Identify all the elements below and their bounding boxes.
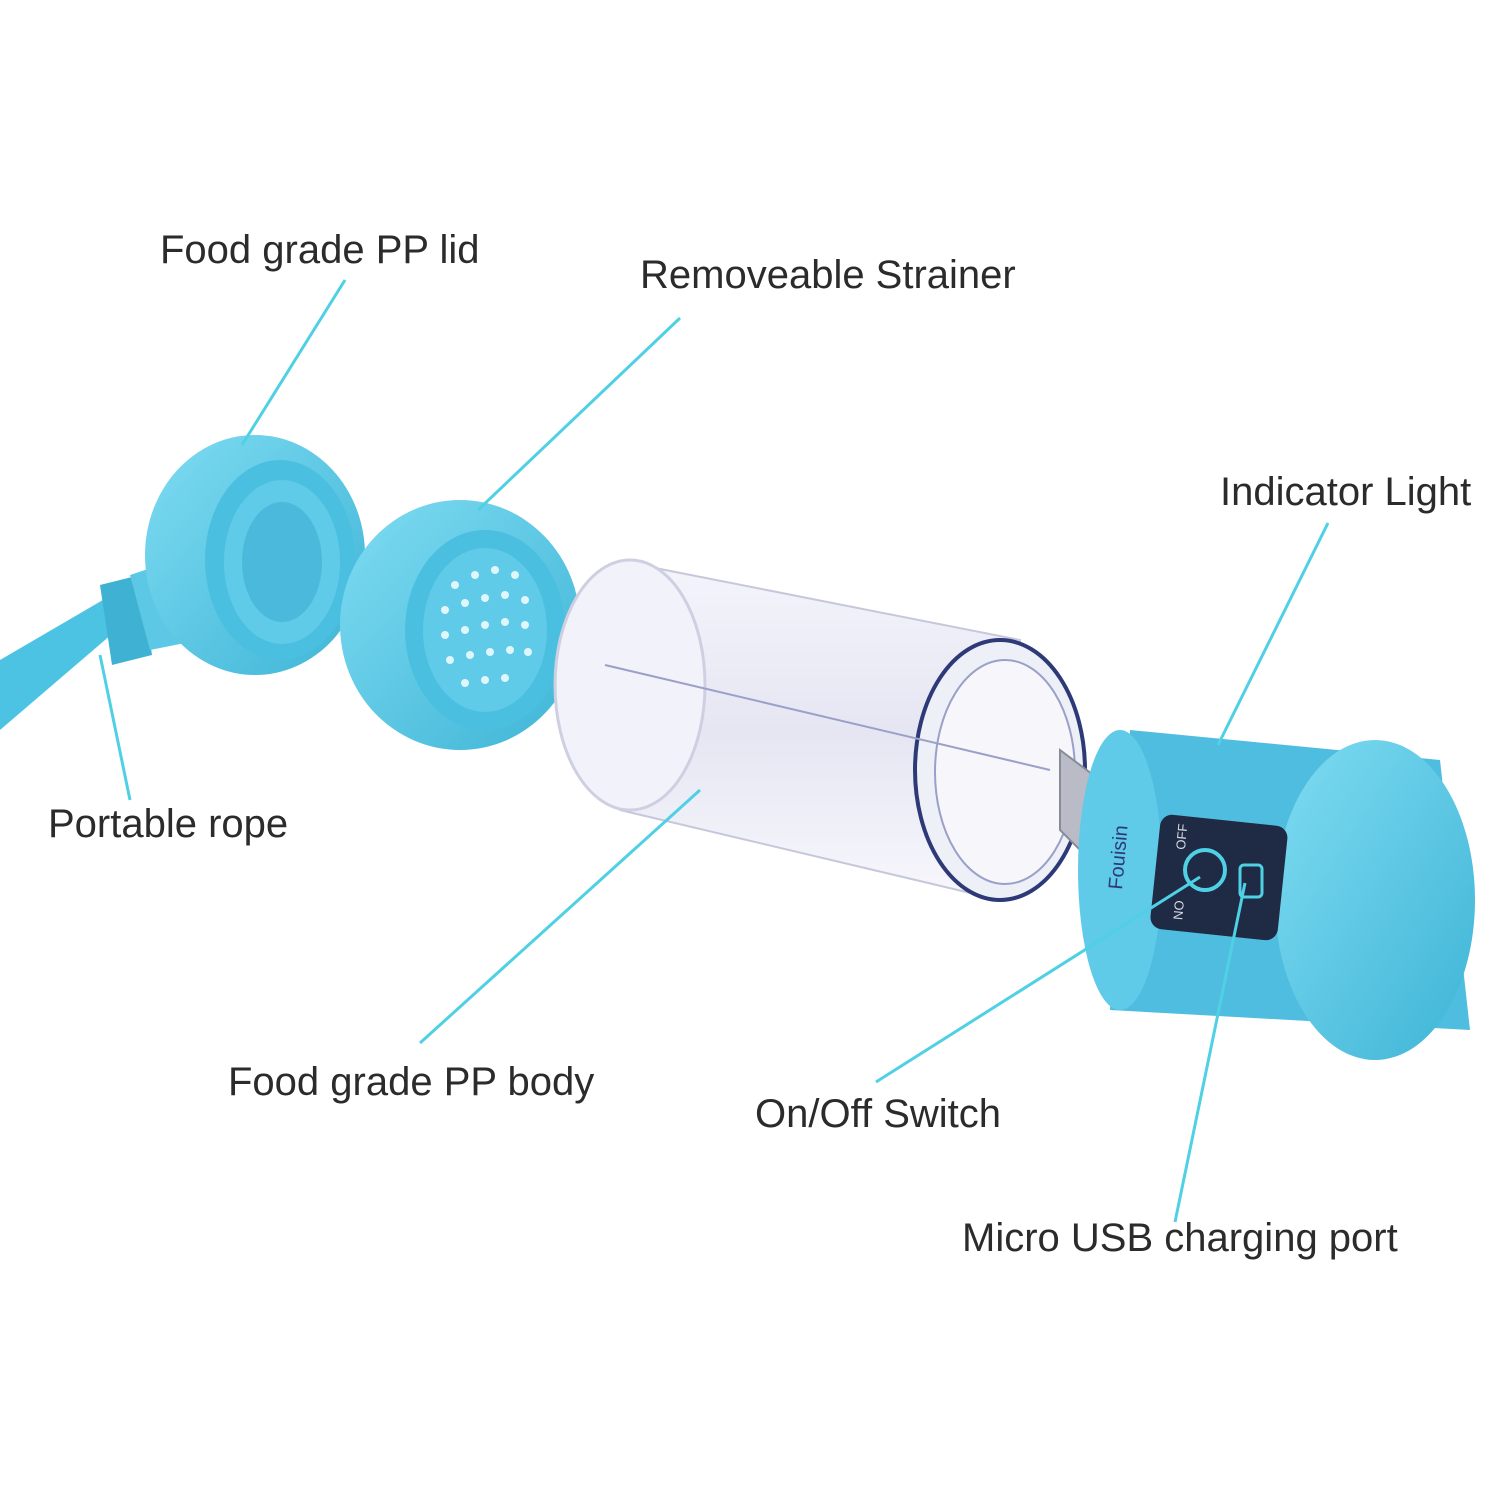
leader-body (418, 788, 702, 1045)
off-text: OFF (1173, 823, 1190, 850)
label-usb: Micro USB charging port (962, 1216, 1398, 1260)
on-text: ON (1170, 900, 1187, 921)
label-strainer: Removeable Strainer (640, 253, 1016, 297)
label-rope: Portable rope (48, 802, 289, 846)
label-body: Food grade PP body (228, 1060, 595, 1104)
strainer-holes (441, 566, 532, 687)
label-lid: Food grade PP lid (160, 228, 480, 272)
leader-rope (98, 654, 132, 801)
strainer-part (340, 500, 580, 750)
motor-base: Fouisin OFF ON (1078, 730, 1475, 1060)
leader-strainer (476, 316, 682, 512)
leader-lines (98, 279, 1330, 1223)
lid-part (145, 435, 365, 675)
leader-indicator (1216, 522, 1330, 746)
leader-switch (875, 875, 1201, 1084)
leader-usb (1173, 882, 1247, 1223)
cup-body (553, 558, 1102, 902)
label-indicator: Indicator Light (1220, 470, 1472, 514)
label-switch: On/Off Switch (755, 1092, 1002, 1136)
leader-lid (240, 279, 347, 446)
